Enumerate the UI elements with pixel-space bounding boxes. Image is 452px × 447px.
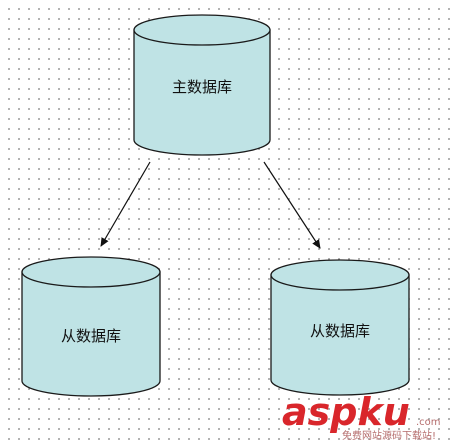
watermark-tagline: 免费网站源码下载站! bbox=[342, 429, 436, 442]
watermark-domain-text: .com bbox=[416, 417, 441, 428]
arrow-master-to-slave-left bbox=[100, 161, 151, 247]
slave-database-right-cylinder: 从数据库 bbox=[270, 259, 410, 396]
slave-database-right-label: 从数据库 bbox=[310, 322, 370, 340]
watermark: aspku .com 免费网站源码下载站! bbox=[282, 390, 441, 442]
arrow-master-to-slave-right bbox=[263, 161, 321, 249]
master-database-cylinder: 主数据库 bbox=[133, 14, 271, 156]
watermark-main-text: aspku bbox=[282, 390, 410, 434]
slave-database-left-cylinder: 从数据库 bbox=[21, 256, 161, 397]
master-database-label: 主数据库 bbox=[172, 78, 232, 96]
slave-database-left-label: 从数据库 bbox=[61, 327, 121, 345]
